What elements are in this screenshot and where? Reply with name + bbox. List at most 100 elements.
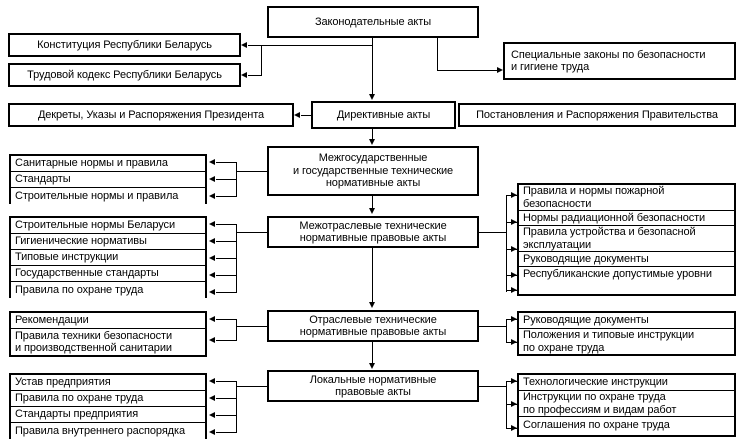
connector-local-left-r3 [216,415,237,416]
arrowhead-safety-sanitation-rules [209,336,215,343]
connector-intersectoral-left-r5 [216,292,237,293]
connector-intersectoral-right-bus [506,195,507,292]
connector-sectoral-left-r2 [216,340,237,341]
node-government-acts[interactable]: Постановления и Распоряжения Правительст… [458,103,736,127]
group-intersectoral-left-item[interactable]: Типовые инструкции [11,250,205,266]
connector-intersectoral-left-r3 [216,258,237,259]
connector-local-left-out [236,386,267,387]
connector-local-left-r4 [216,432,237,433]
arrowhead-technological-instructions [511,377,517,384]
group-intersectoral-left-item[interactable]: Гигиенические нормативы [11,234,205,250]
connector-intersectoral-left-r2 [216,241,237,242]
arrowhead-recommendations [209,315,215,322]
group-local-left-item[interactable]: Правила по охране труда [11,391,205,407]
connector-root-to-special-laws [437,70,499,71]
arrowhead-sanitary-norms [209,158,215,165]
arrowhead-state-standards [209,271,215,278]
connector-root-to-directive [372,56,373,95]
arrowhead-standard-instructions [209,254,215,261]
connector-root-right-drop [437,38,438,71]
node-president-acts[interactable]: Декреты, Указы и Распоряжения Президента [8,103,294,127]
group-sectoral-right-item[interactable]: Положения и типовые инструкции по охране… [519,329,734,354]
node-sectoral-acts[interactable]: Отраслевые технические нормативные право… [267,310,479,342]
arrowhead-labour-agreements [511,424,517,431]
group-local-right-item[interactable]: Технологические инструкции [519,375,734,391]
connector-local-right-out [479,386,506,387]
arrowhead-building-norms-rules [209,192,215,199]
arrowhead-intersectoral [368,208,375,214]
group-local-left-item[interactable]: Стандарты предприятия [11,407,205,423]
arrowhead-device-safety [511,245,517,252]
node-special-laws[interactable]: Специальные законы по безопасности и гиг… [503,42,736,80]
connector-intersectoral-left-out [236,232,267,233]
arrowhead-labour-code [241,71,247,78]
group-local-left-item[interactable]: Устав предприятия [11,375,205,391]
arrowhead-enterprise-standards [209,411,215,418]
connector-local-left-bus [236,381,237,432]
group-intersectoral-right-item[interactable]: Республиканские допустимые уровни [519,267,734,282]
connector-local-left-r1 [216,381,237,382]
node-interstate-acts[interactable]: Межгосударственные и государственные тех… [267,146,479,196]
group-sectoral-left-item[interactable]: Рекомендации [11,313,205,329]
connector-directive-to-president [301,115,311,116]
node-constitution[interactable]: Конституция Республики Беларусь [8,33,241,57]
group-interstate-left-item[interactable]: Стандарты [11,172,205,188]
group-intersectoral-right-item[interactable]: Правила и нормы пожарной безопасности [519,185,734,211]
arrowhead-building-norms-belarus [209,220,215,227]
group-sectoral-right-item[interactable]: Руководящие документы [519,313,734,329]
connector-intersectoral-right-out [479,232,506,233]
group-interstate-left-item[interactable]: Строительные нормы и правила [11,188,205,204]
group-local-right-item[interactable]: Инструкции по охране труда по профессиям… [519,391,734,417]
connector-sectoral-left-bus [236,319,237,340]
group-intersectoral-right-item[interactable]: Нормы радиационной безопасности [519,211,734,226]
arrowhead-labour-rules [209,394,215,401]
group-intersectoral-right-item[interactable]: Руководящие документы [519,252,734,267]
connector-interstate-to-intersectoral [372,196,373,208]
arrowhead-labour-protection-rules [209,288,215,295]
connector-interstate-left-r3 [216,196,237,197]
group-local-left-item[interactable]: Правила внутреннего распорядка [11,423,205,439]
connector-intersectoral-left-r4 [216,275,237,276]
arrowhead-statutes-instructions [511,338,517,345]
connector-interstate-left-out [236,171,267,172]
group-intersectoral-left-item[interactable]: Правила по охране труда [11,282,205,298]
node-intersectoral-acts[interactable]: Межотраслевые технические нормативные пр… [267,216,479,248]
group-sectoral-left-item[interactable]: Правила техники безопасности и производс… [11,329,205,355]
group-intersectoral-left-item[interactable]: Строительные нормы Беларуси [11,218,205,234]
arrowhead-fire-safety [511,191,517,198]
node-directive-acts[interactable]: Директивные акты [311,101,456,129]
arrowhead-occupational-instructions [511,400,517,407]
connector-directive-to-interstate [372,129,373,140]
connector-interstate-left-r1 [216,162,237,163]
arrowhead-enterprise-charter [209,377,215,384]
connector-constitution-stub [248,45,262,46]
arrowhead-directive-acts [368,94,375,100]
connector-root-to-labour [248,75,262,76]
arrowhead-special-laws [497,66,503,73]
group-interstate-left-item[interactable]: Санитарные нормы и правила [11,156,205,172]
connector-sectoral-right-bus [506,319,507,342]
group-local-right-item[interactable]: Соглашения по охране труда [519,417,734,433]
arrowhead-permissible-levels [511,286,517,293]
connector-intersectoral-to-sectoral [372,248,373,302]
connector-root-left-drop [261,45,262,75]
connector-local-left-r2 [216,398,237,399]
group-intersectoral-right-item[interactable]: Правила устройства и безопасной эксплуат… [519,226,734,252]
connector-sectoral-to-local [372,342,373,364]
node-legislative-acts[interactable]: Законодательные акты [267,6,479,38]
arrowhead-radiation-safety [511,218,517,225]
connector-root-to-constitution [261,45,373,46]
group-intersectoral-left-item[interactable]: Государственные стандарты [11,266,205,282]
node-local-acts[interactable]: Локальные нормативные правовые акты [267,370,479,402]
node-labour-code[interactable]: Трудовой кодекс Республики Беларусь [8,63,241,87]
arrowhead-guidance-documents [511,271,517,278]
connector-interstate-left-r2 [216,179,237,180]
arrowhead-standards [209,175,215,182]
connector-sectoral-right-out [479,326,506,327]
